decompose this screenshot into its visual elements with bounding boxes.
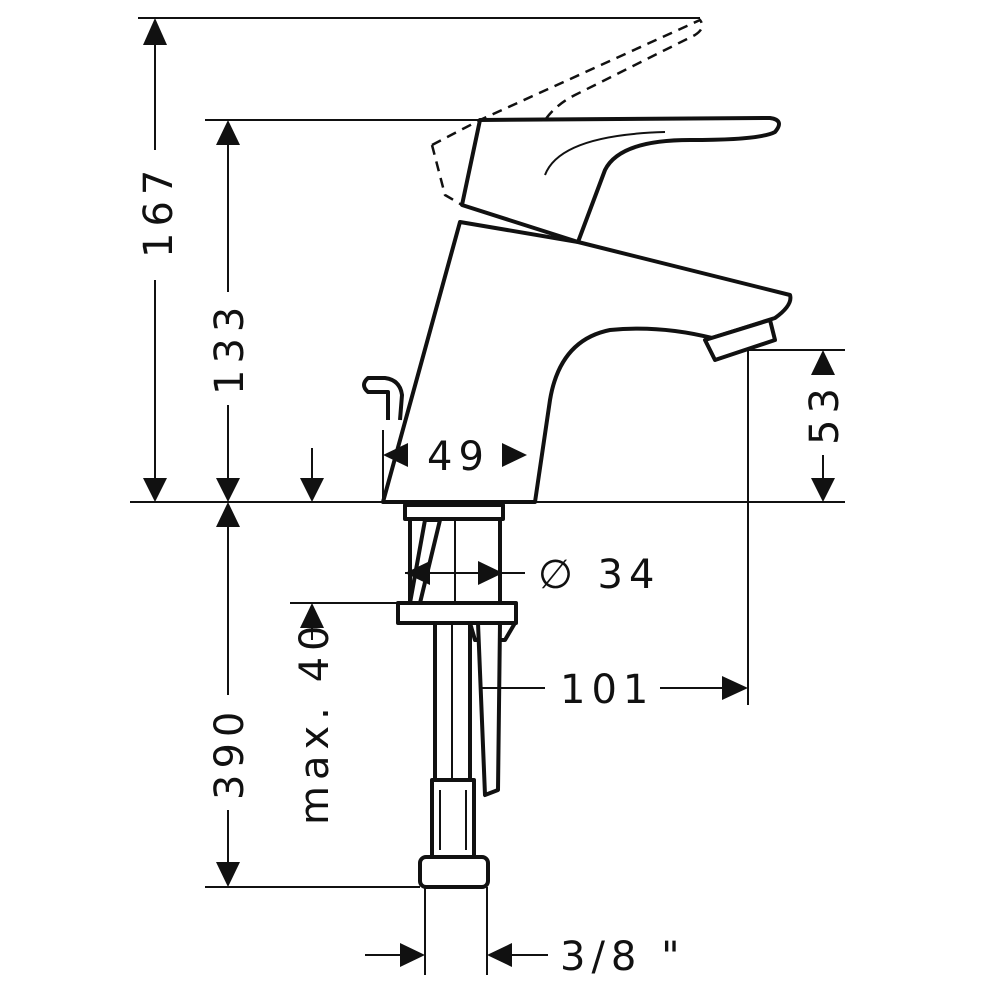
dimension-133: 133 (207, 120, 253, 502)
connection-nut (418, 855, 490, 889)
dimension-390: 390 (207, 502, 253, 887)
label-max-40: max. 40 (292, 620, 338, 825)
label-diameter-34: ∅ 34 (538, 552, 660, 598)
faucet-body (381, 220, 793, 504)
dimension-diameter-34: ∅ 34 (405, 552, 660, 598)
dimension-max-40: max. 40 (292, 448, 338, 825)
faucet (362, 18, 793, 889)
popup-knob (362, 376, 404, 421)
dimension-53: 53 (802, 350, 848, 502)
dimension-49: 49 (383, 434, 527, 480)
label-53: 53 (802, 382, 848, 445)
base-plate (403, 503, 505, 521)
mounting-nut (396, 601, 518, 625)
popup-rod (476, 621, 502, 797)
lever-handle (460, 116, 781, 244)
hose-fitting (430, 778, 476, 860)
label-133: 133 (207, 301, 253, 395)
dimension-3-8-inch: 3/8 " (365, 934, 686, 980)
label-3-8-inch: 3/8 " (560, 934, 686, 980)
label-49: 49 (427, 434, 490, 480)
label-167: 167 (136, 164, 182, 258)
label-101: 101 (560, 667, 654, 713)
dimension-167: 167 (136, 18, 182, 502)
spout-aerator (703, 318, 777, 362)
label-390: 390 (207, 706, 253, 800)
dashed-lever-raised (430, 18, 704, 207)
dimension-101: 101 (480, 667, 748, 713)
